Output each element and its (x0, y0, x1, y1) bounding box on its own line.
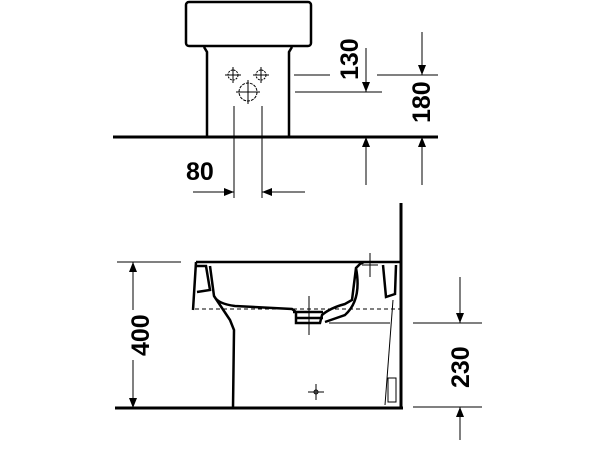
drain-axis-line (384, 299, 394, 406)
side-view (115, 203, 482, 440)
dimension-80 (193, 106, 305, 198)
dimension-130 (294, 48, 382, 185)
pedestal (202, 46, 294, 137)
bidet-profile (191, 260, 400, 409)
dimension-400 (117, 261, 181, 408)
tap-hole-icon (225, 67, 269, 104)
wall-fixing (387, 377, 397, 403)
dim-400-label: 400 (127, 314, 155, 356)
dim-230-label: 230 (447, 346, 475, 388)
crosshair-icon (298, 253, 378, 400)
dim-130-label: 130 (336, 38, 364, 80)
front-view (113, 0, 438, 198)
dim-80-label: 80 (186, 158, 214, 186)
dim-180-label: 180 (408, 81, 436, 123)
bidet-top (184, 0, 313, 48)
dimension-230 (413, 277, 482, 440)
dimension-180 (377, 32, 438, 185)
